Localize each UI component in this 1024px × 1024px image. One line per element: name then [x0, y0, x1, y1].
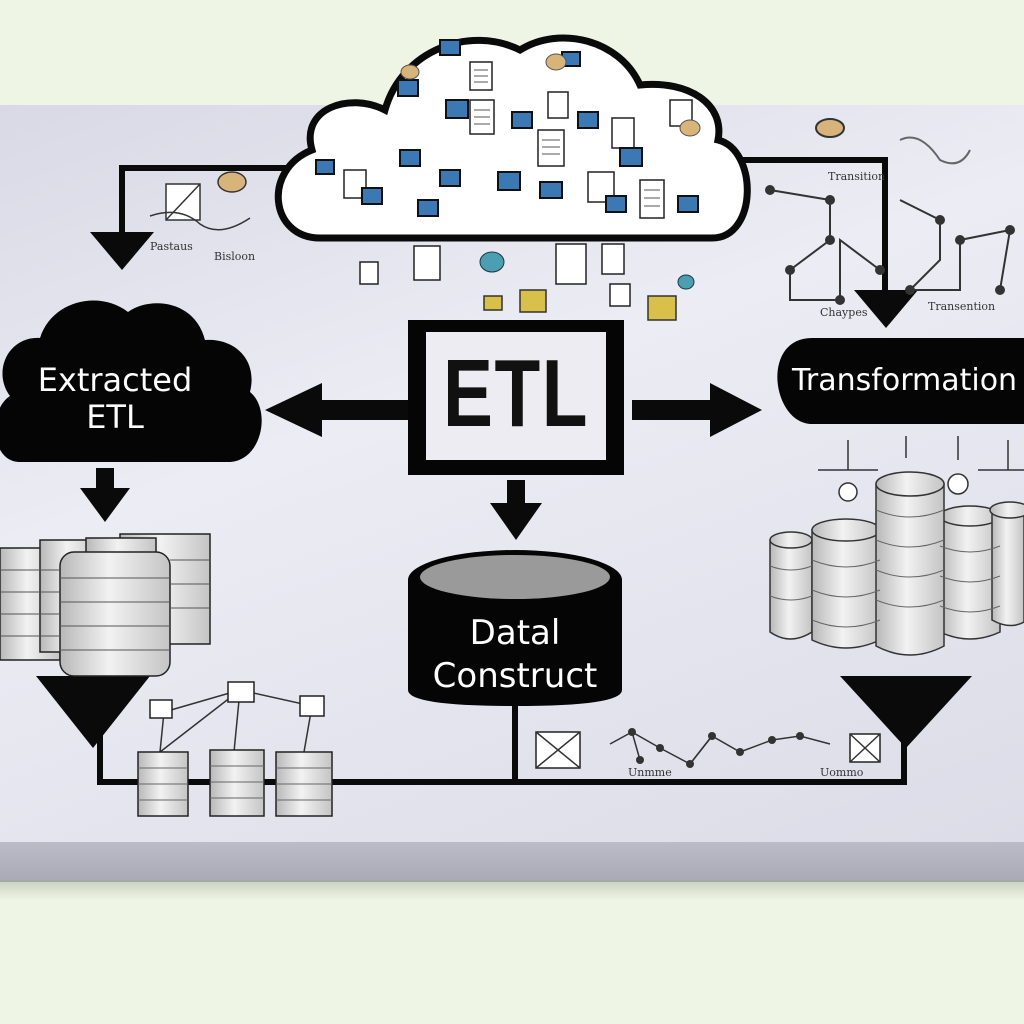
scribble-label-uommo: Uommo	[820, 766, 864, 779]
bottom-network-graph-icon	[535, 728, 881, 769]
left-server-stacks	[0, 533, 211, 677]
bottom-server-network	[137, 681, 333, 817]
etl-to-db-arrow-icon	[490, 480, 542, 540]
transformation-label: Transformation	[782, 363, 1024, 399]
scribble-label-transition: Transition	[828, 170, 886, 183]
right-top-arrow-icon	[854, 290, 918, 328]
board-edge	[0, 842, 1024, 882]
scribble-label-transention: Transention	[928, 300, 996, 313]
extract-down-arrow-icon	[80, 468, 130, 522]
bottom-right-arrow-icon	[840, 676, 972, 748]
database-label: Datal Construct	[432, 613, 598, 696]
database-cylinder-icon	[408, 550, 622, 706]
scribble-label-bisloon: Bisloon	[214, 250, 256, 263]
top-cloud-icon	[274, 34, 751, 242]
extracted-label-line: Extracted ETL	[37, 361, 193, 436]
right-network-graph-icon	[765, 118, 1015, 305]
left-top-arrow-icon	[90, 232, 154, 270]
right-top-connector	[738, 157, 888, 290]
etl-to-extract-arrow-icon	[265, 383, 408, 437]
scribble-label-chaypes: Chaypes	[820, 306, 868, 319]
transformation-label-text: Transformation	[792, 363, 1018, 398]
extracted-etl-label: Extracted ETL	[20, 362, 210, 436]
etl-to-transform-arrow-icon	[632, 383, 762, 437]
bottom-left-arrow-icon	[36, 676, 150, 748]
transformation-node	[777, 338, 1024, 424]
right-database-cylinders	[769, 436, 1024, 656]
cloud-monitor-icons	[315, 39, 701, 217]
arrow-icons	[36, 232, 972, 748]
transfer-icons	[359, 243, 695, 321]
extracted-cloud-node	[0, 300, 262, 462]
left-top-connector	[119, 165, 290, 232]
scribble-label-pastaus: Pastaus	[150, 240, 193, 253]
etl-label: ETL	[442, 340, 590, 447]
left-sketch-icons	[149, 171, 251, 231]
etl-node-inner	[426, 332, 606, 460]
board-shadow	[0, 880, 1024, 900]
scribble-label-unmme: Unmme	[628, 766, 672, 779]
